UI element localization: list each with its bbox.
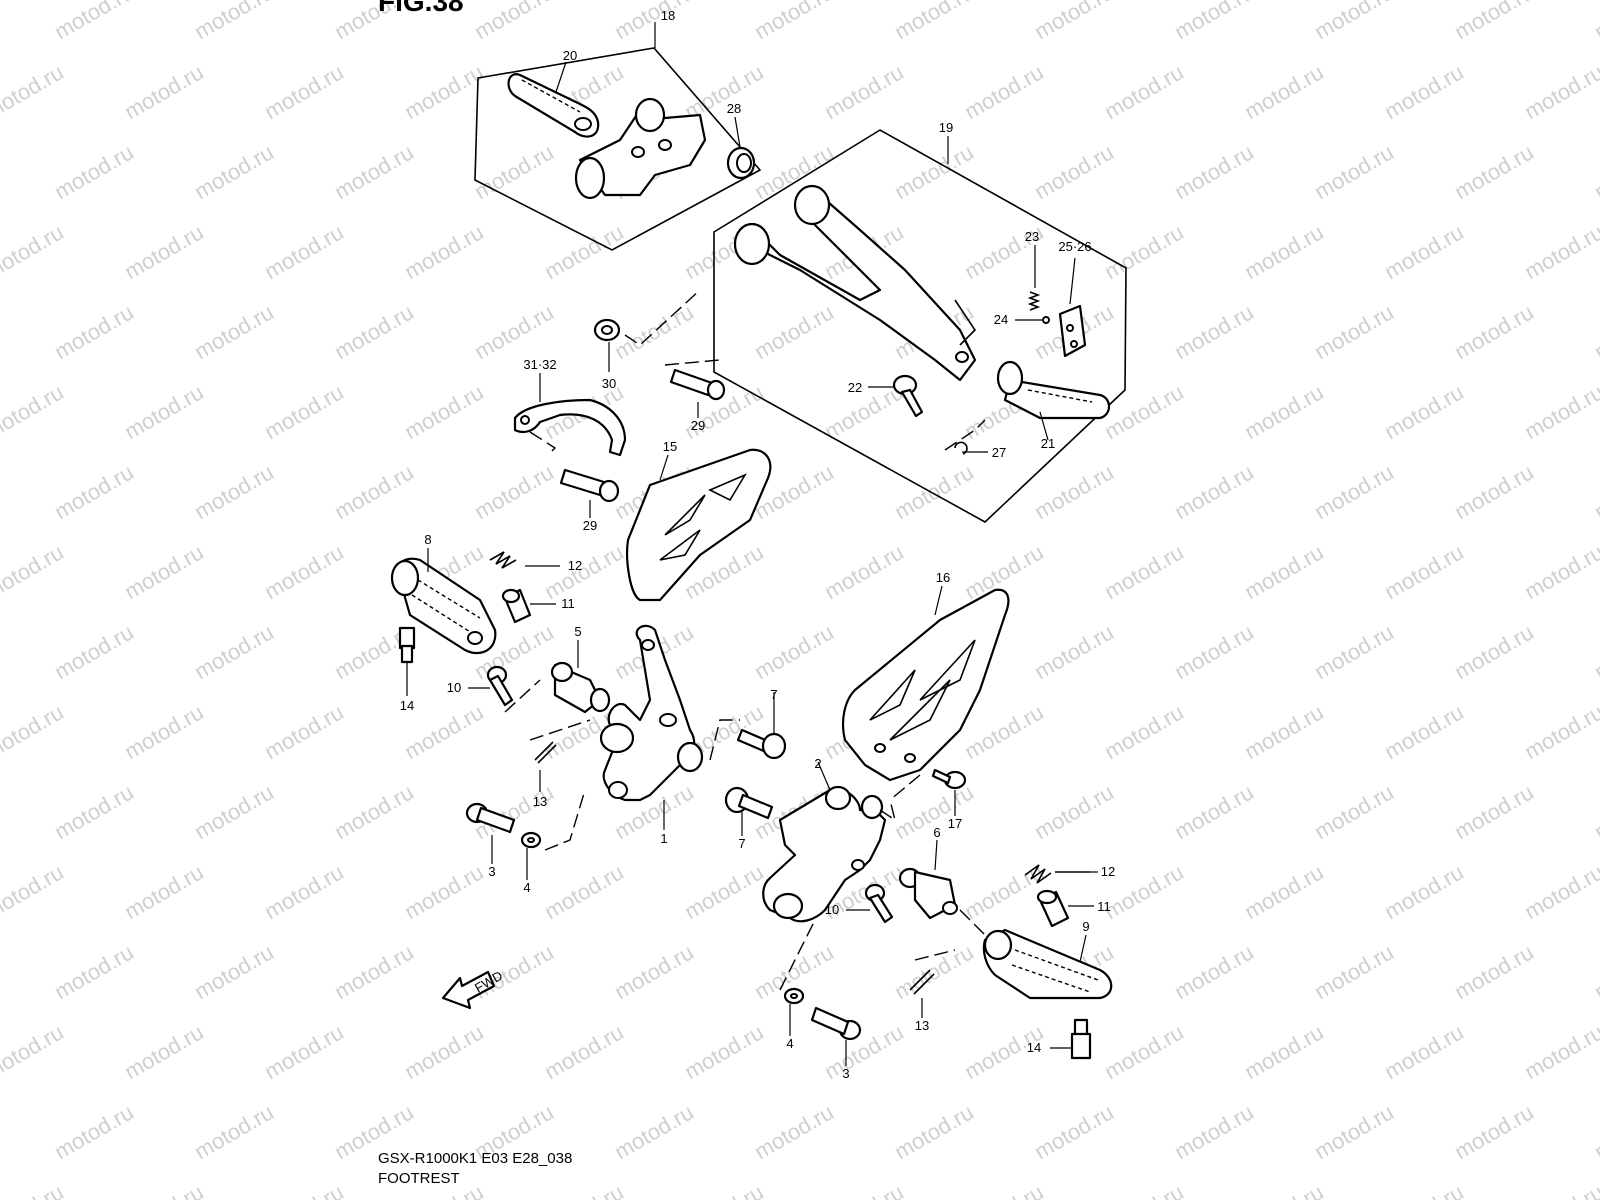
- spring-part-12-left: [489, 551, 560, 569]
- bolt-part-29-lower: [559, 468, 620, 518]
- hose-guide-part-31-32: [513, 373, 627, 457]
- group-18-box: [474, 22, 762, 251]
- callout-14-left: 14: [400, 698, 414, 713]
- callout-31-32: 31·32: [523, 357, 556, 372]
- clip-part-27: [944, 419, 988, 455]
- bolt-part-6: [898, 839, 958, 920]
- callout-7-upper: 7: [770, 687, 777, 702]
- bolt-part-29-upper: [664, 359, 726, 418]
- cotter-pin-part-13-left: [534, 741, 557, 792]
- bolt-part-7-lower: [724, 786, 774, 836]
- callout-29-upper: 29: [691, 418, 705, 433]
- footrest-part-8: [390, 548, 497, 655]
- plate-part-25-26: [1058, 257, 1087, 358]
- callout-17: 17: [948, 816, 962, 831]
- callout-18: 18: [661, 8, 675, 23]
- callout-22: 22: [848, 380, 862, 395]
- bushing-part-28: [726, 116, 756, 180]
- group-19-box: [713, 129, 1127, 523]
- figure-title: FIG.38: [378, 0, 464, 17]
- callout-16: 16: [936, 570, 950, 585]
- callout-15: 15: [663, 439, 677, 454]
- callout-10-left: 10: [447, 680, 461, 695]
- adjuster-part-14-left: [398, 626, 416, 696]
- screw-part-17: [889, 768, 967, 816]
- callout-4-left: 4: [523, 880, 530, 895]
- callout-13-right: 13: [915, 1018, 929, 1033]
- callout-19: 19: [939, 120, 953, 135]
- callout-3-right: 3: [842, 1066, 849, 1081]
- callout-30: 30: [602, 376, 616, 391]
- model-code-caption: GSX-R1000K1 E03 E28_038: [378, 1150, 573, 1167]
- callout-1: 1: [660, 831, 667, 846]
- callout-20: 20: [563, 48, 577, 63]
- callout-21: 21: [1041, 436, 1055, 451]
- bolt-part-3-left: [465, 802, 516, 864]
- callout-12-right: 12: [1101, 864, 1115, 879]
- callout-12-left: 12: [568, 558, 582, 573]
- spring-part-12-right: [1024, 864, 1098, 884]
- callout-25-26: 25·26: [1058, 239, 1091, 254]
- callout-28: 28: [727, 101, 741, 116]
- bracket-part-1: [599, 624, 740, 830]
- washer-part-4-right: [779, 919, 816, 1036]
- callout-8: 8: [424, 532, 431, 547]
- bolt-part-7-upper: [736, 692, 787, 760]
- callout-10-right: 10: [825, 902, 839, 917]
- bushing-part-11-left: [501, 588, 556, 624]
- bushing-part-11-right: [1036, 889, 1094, 928]
- pin-part-10-right: [846, 883, 894, 924]
- pin-part-22: [868, 374, 924, 418]
- callout-13-left: 13: [533, 794, 547, 809]
- watermark-text: motod.ru: [1590, 0, 1600, 44]
- bracket-arm-19: [733, 184, 977, 382]
- heel-guard-part-16: [841, 585, 1010, 782]
- pin-part-10-left: [468, 665, 541, 713]
- washer-part-4-left: [520, 789, 586, 880]
- callout-29-lower: 29: [583, 518, 597, 533]
- callout-5: 5: [574, 624, 581, 639]
- bolt-part-3-right: [810, 1006, 862, 1066]
- cotter-pin-part-13-right: [909, 949, 956, 1018]
- fwd-arrow-icon: [441, 970, 496, 1010]
- callout-2: 2: [814, 756, 821, 771]
- adjuster-part-14-right: [1050, 1018, 1092, 1060]
- fwd-label: FWD: [472, 968, 505, 996]
- callout-23: 23: [1025, 229, 1039, 244]
- footrest-part-20: [507, 61, 600, 138]
- callout-11-right: 11: [1097, 899, 1111, 914]
- bracket-assembly-18: [574, 97, 707, 200]
- heel-guard-part-15: [626, 448, 772, 602]
- callout-11-left: 11: [561, 596, 575, 611]
- callout-14-right: 14: [1027, 1040, 1041, 1055]
- bracket-part-2: [762, 761, 897, 923]
- footrest-part-21: [996, 360, 1111, 441]
- callout-7-lower: 7: [738, 836, 745, 851]
- callout-24: 24: [994, 312, 1008, 327]
- callout-27: 27: [992, 445, 1006, 460]
- footrest-part-9: [959, 909, 1113, 1000]
- washer-part-30: [593, 289, 701, 372]
- ball-part-24: [1015, 316, 1050, 324]
- callout-6: 6: [933, 825, 940, 840]
- assembly-name-caption: FOOTREST: [378, 1170, 460, 1187]
- callout-3-left: 3: [488, 864, 495, 879]
- callout-4-right: 4: [786, 1036, 793, 1051]
- callout-9: 9: [1082, 919, 1089, 934]
- spring-part-23: [1027, 245, 1041, 311]
- bolt-part-5: [529, 640, 611, 741]
